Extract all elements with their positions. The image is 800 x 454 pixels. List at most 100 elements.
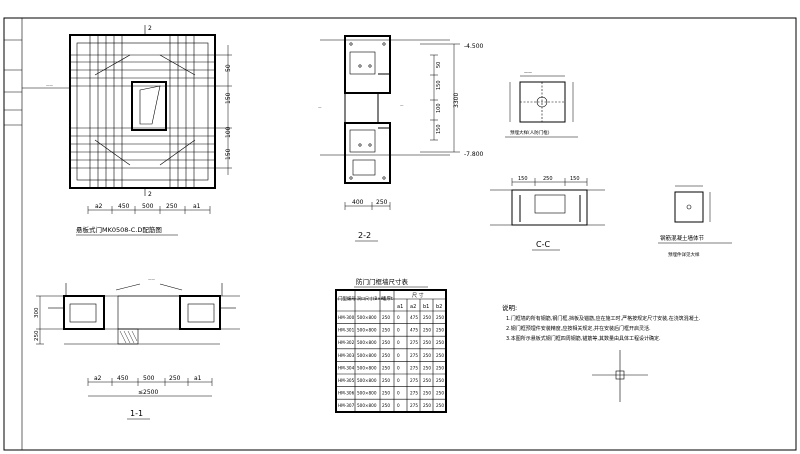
plan-outline: [69, 34, 216, 189]
section11-dim-a2: a2: [94, 375, 102, 382]
table-cell: 250: [436, 378, 444, 383]
table-cell: 250: [436, 403, 444, 408]
table-cell: 250: [382, 315, 390, 320]
table-cell: 250: [436, 315, 444, 320]
th-thickness: 墙厚t: [382, 295, 393, 302]
section-mark-bottom: 2: [148, 191, 152, 198]
section11-total: ≤2500: [138, 389, 158, 396]
notes-heading: 说明:: [502, 303, 517, 312]
table-cell: 0: [397, 365, 400, 370]
table-cell: 250: [436, 365, 444, 370]
door-frame-table: 防门门框墙尺寸表 门型编号 洞口尺寸(B×H) 墙厚t 尺 寸 a1 a2 b1…: [335, 277, 447, 413]
detail-wall-node: 钢筋混凝土墙体节 预埋件详见大样: [658, 185, 732, 258]
elev-top: -4.500: [464, 43, 484, 50]
section11-note: ——: [148, 277, 156, 281]
table-cell: HM-304: [338, 365, 355, 370]
plan-rebar-grid: [70, 35, 215, 188]
cc-dim-2: 250: [543, 176, 553, 182]
sheet-border: [3, 17, 797, 451]
section-mark-top: 2: [148, 25, 152, 32]
section22-left-note: —: [318, 105, 322, 109]
table-cell: 0: [397, 391, 400, 396]
section22-dim-400: 400: [352, 199, 364, 206]
table-cell: 250: [436, 328, 444, 333]
table-cell: 250: [382, 403, 390, 408]
section22-title: 2-2: [358, 231, 371, 240]
table-cell: 0: [397, 328, 400, 333]
table-cell: 475: [410, 328, 418, 333]
table-cell: 500×800: [357, 340, 377, 345]
cc-dim-3: 150: [570, 176, 580, 182]
plan-title: 悬板式门MK0508-C.D配筋图: [76, 225, 162, 234]
th-b1: b1: [423, 304, 429, 310]
table-cell: HM-301: [338, 328, 355, 333]
table-cell: HM-305: [338, 378, 355, 383]
section22-dim-2: 150: [436, 80, 442, 90]
table-cell: HM-302: [338, 340, 355, 345]
table-cell: 250: [382, 353, 390, 358]
detail-b-title: 钢筋混凝土墙体节: [660, 234, 705, 242]
table-cell: 0: [397, 353, 400, 358]
table-cell: 250: [423, 315, 431, 320]
table-cell: 0: [397, 378, 400, 383]
plan-leader-note: ——: [46, 83, 54, 87]
detail-anchor-plate: —— 预埋大样(人防门框): [505, 70, 578, 138]
plan-dim-a1: a1: [193, 203, 201, 210]
th-a1: a1: [397, 304, 403, 310]
note-2: 2.钢门框预埋件安装精度,应按相关规定,并在安装后门框开启灵活.: [506, 325, 651, 332]
table-cell: 250: [382, 328, 390, 333]
table-cell: 0: [397, 403, 400, 408]
table-cell: HM-303: [338, 353, 355, 358]
notes: 说明: 1.门框墙的所有钢筋,钢门框,挡板及锚筋,应在施工时,严格按规定尺寸安装…: [502, 303, 701, 342]
section22-height: 3300: [453, 93, 460, 108]
table-cell: 250: [436, 353, 444, 358]
plan-right-dim-4: 150: [225, 148, 232, 160]
cc-dim-1: 150: [518, 176, 528, 182]
table-cell: 250: [423, 391, 431, 396]
section-2-2: — — -4.500 -7.800 3300 50 150 100 150 40…: [318, 35, 484, 242]
table-cell: 250: [423, 403, 431, 408]
table-cell: 500×800: [357, 365, 377, 370]
plan-dim-450: 450: [118, 203, 130, 210]
table-cell: 250: [382, 378, 390, 383]
section22-dim-250: 250: [376, 199, 388, 206]
table-cell: 500×800: [357, 315, 377, 320]
note-1: 1.门框墙的所有钢筋,钢门框,挡板及锚筋,应在施工时,严格按规定尺寸安装,在浇筑…: [506, 315, 701, 322]
table-cell: 250: [382, 391, 390, 396]
table-cell: 500×800: [357, 353, 377, 358]
table-cell: HM-307: [338, 403, 355, 408]
th-a2: a2: [410, 304, 416, 310]
table-cell: 275: [410, 353, 418, 358]
section11-dim-450: 450: [117, 375, 129, 382]
section22-dim-4: 150: [436, 124, 442, 134]
plan-right-dim-1: 50: [225, 64, 232, 72]
section22-right-note: —: [400, 103, 404, 107]
section11-title: 1-1: [130, 409, 143, 418]
th-door-type: 门型编号: [338, 295, 356, 302]
table-cell: 0: [397, 340, 400, 345]
th-group: 尺 寸: [412, 292, 424, 299]
section22-dim-1: 50: [436, 62, 442, 68]
section11-dim-300: 300: [34, 307, 40, 318]
plan-dim-250: 250: [166, 203, 178, 210]
th-b2: b2: [436, 304, 442, 310]
table-cell: HM-306: [338, 391, 355, 396]
table-title: 防门门框墙尺寸表: [356, 277, 409, 286]
table-cell: 0: [397, 315, 400, 320]
plan-dim-a2: a2: [95, 203, 103, 210]
table-cell: 500×800: [357, 328, 377, 333]
plan-view: 2 2 50 150 100 150 —— a2 450 500 250 a1 …: [22, 25, 232, 236]
table-cell: 275: [410, 378, 418, 383]
th-opening: 洞口尺寸(B×H): [357, 295, 386, 301]
plan-right-dim-3: 100: [225, 126, 232, 138]
table-cell: HM-300: [338, 315, 355, 320]
table-cell: 250: [436, 340, 444, 345]
table-cell: 250: [423, 340, 431, 345]
table-cell: 275: [410, 340, 418, 345]
detail-b-caption: 预埋件详见大样: [668, 251, 700, 258]
section11-dim-a1: a1: [194, 375, 202, 382]
table-cell: 250: [436, 391, 444, 396]
title-strip: [4, 39, 22, 126]
table-cell: 250: [423, 365, 431, 370]
